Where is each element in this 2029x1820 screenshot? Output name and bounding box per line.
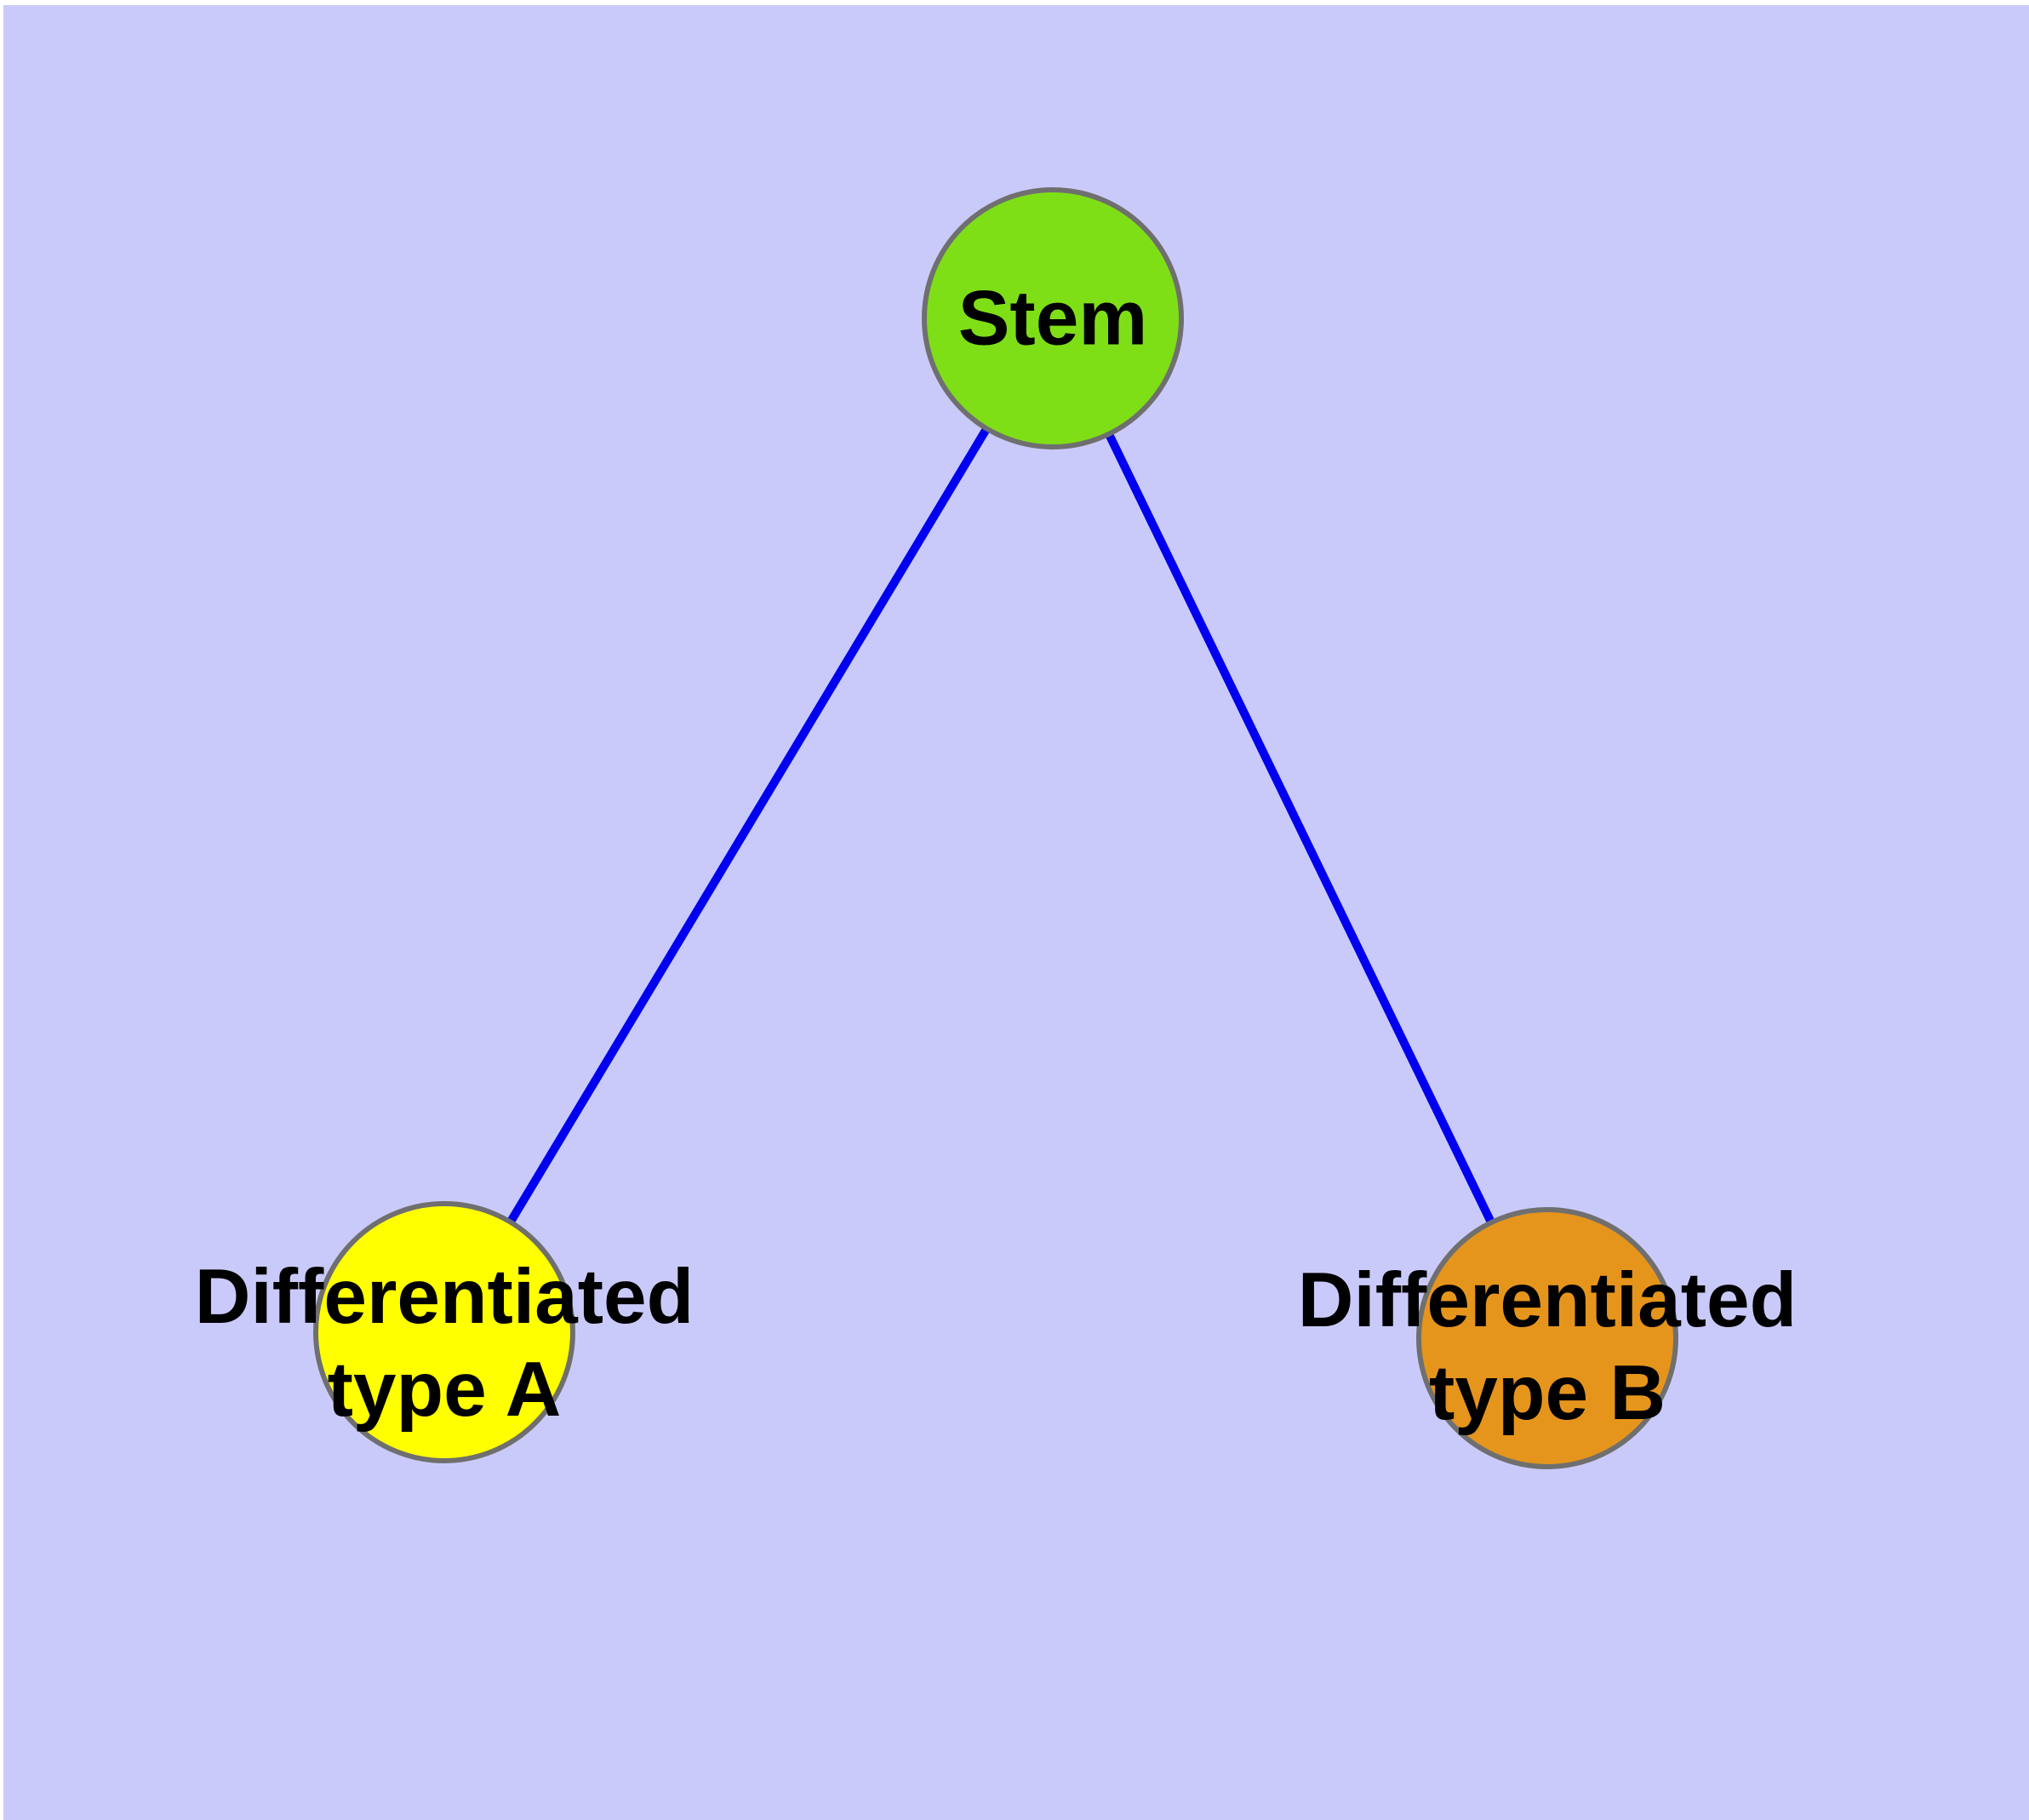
node-type-a-label: Differentiated type A [194,1254,694,1433]
edge-stem-to-type-b [1049,316,1552,1341]
node-type-a-circle [313,1201,575,1463]
node-stem-circle [922,187,1184,449]
node-type-b-label: Differentiated type B [1297,1257,1798,1436]
node-stem-label: Stem [957,275,1148,362]
node-type-b-circle [1416,1207,1678,1469]
edge-stem-to-type-a [440,316,1057,1335]
